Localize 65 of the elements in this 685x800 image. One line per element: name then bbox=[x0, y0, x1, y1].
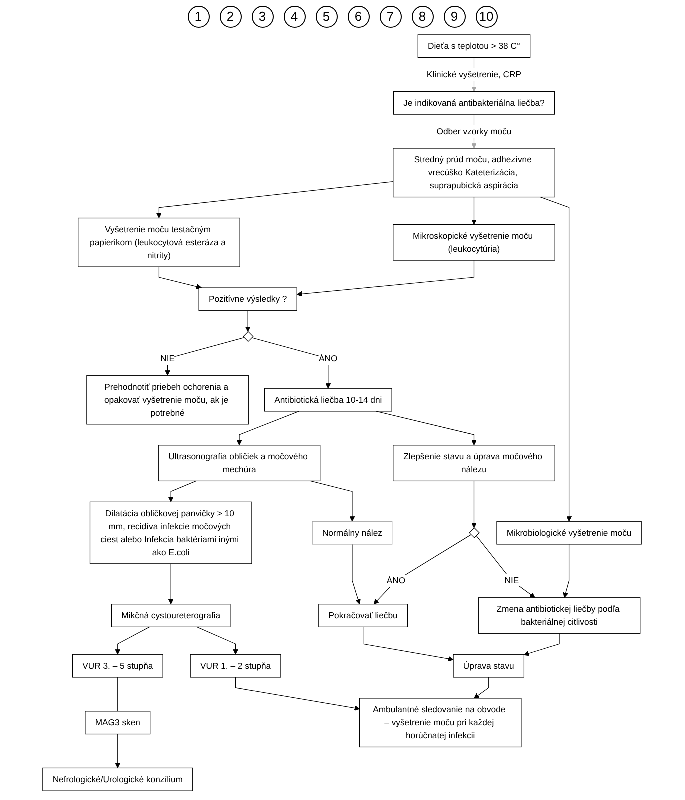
arrow bbox=[252, 338, 332, 389]
edge-label: Klinické vyšetrenie, CRP bbox=[427, 70, 522, 80]
node-box: Pozitívne výsledky ? bbox=[198, 288, 298, 312]
arrow bbox=[472, 196, 478, 225]
node-box: Normálny nález bbox=[312, 521, 393, 545]
arrow bbox=[115, 734, 121, 768]
node-diamond bbox=[469, 528, 480, 538]
callout-number: 2 bbox=[220, 6, 242, 28]
node-box: Dieťa s teplotou > 38 C° bbox=[418, 34, 531, 58]
arrow bbox=[165, 338, 245, 376]
edge-label: NIE bbox=[160, 353, 176, 364]
callout-number: 1 bbox=[188, 6, 210, 28]
node-box: Prehodnotiť priebeh ochorenia a opakovať vyšetrenie moču, ak je potrebné bbox=[86, 375, 250, 425]
node-box: Mikrobiologické vyšetrenie moču bbox=[496, 521, 642, 545]
arrow bbox=[156, 182, 394, 218]
callout-number: 9 bbox=[444, 6, 466, 28]
node-box: Dilatácia obličkovej panvičky > 10 mm, recidíva infekcie močových ciest alebo Infekcia baktériami inými ako E.coli bbox=[90, 502, 252, 564]
arrow bbox=[115, 626, 150, 655]
callout-number: 6 bbox=[348, 6, 370, 28]
arrow bbox=[563, 544, 570, 598]
callout-number: 5 bbox=[316, 6, 338, 28]
arrow bbox=[524, 633, 560, 656]
arrow bbox=[363, 626, 454, 662]
node-box: Úprava stavu bbox=[453, 654, 525, 678]
edge-label: ÁNO bbox=[387, 576, 406, 586]
callout-number: 8 bbox=[412, 6, 434, 28]
node-box: Pokračovať liečbu bbox=[318, 604, 408, 628]
node-box: Mikčná cystoureterografia bbox=[112, 604, 231, 628]
callout-number: 7 bbox=[380, 6, 402, 28]
arrow bbox=[374, 534, 472, 605]
node-box: Zmena antibiotickej liečby podľa bakteriálnej citlivosti bbox=[478, 598, 641, 634]
callout-number: 3 bbox=[252, 6, 274, 28]
arrow bbox=[246, 310, 252, 332]
arrow bbox=[540, 196, 572, 522]
node-box: MAG3 sken bbox=[85, 711, 151, 735]
arrow bbox=[297, 260, 475, 297]
arrow bbox=[476, 536, 536, 598]
arrow bbox=[472, 480, 478, 528]
callout-number: 10 bbox=[476, 6, 498, 28]
node-box: Mikroskopické vyšetrenie moču (leukocytúria) bbox=[393, 224, 556, 261]
node-box: Vyšetrenie moču testačným papierikom (leukocytová esteráza a nitrity) bbox=[78, 218, 241, 268]
node-box: Zlepšenie stavu a úprava močového nálezu bbox=[393, 445, 556, 482]
arrow bbox=[376, 411, 478, 446]
node-box: Ultrasonografia obličiek a močového mechúra bbox=[158, 445, 321, 482]
arrow bbox=[474, 677, 490, 699]
node-box: Ambulantné sledovanie na obvode – vyšetrenie moču pri každej horúčnatej infekcii bbox=[360, 698, 522, 748]
edge-label: NIE bbox=[505, 576, 520, 586]
node-box: Nefrologické/Urologické konzílium bbox=[42, 768, 194, 792]
arrow bbox=[168, 480, 197, 502]
arrow bbox=[236, 677, 360, 711]
node-box: VUR 1. – 2 stupňa bbox=[190, 654, 282, 678]
arrow bbox=[159, 266, 202, 290]
edge-label: Odber vzorky moču bbox=[437, 126, 512, 136]
arrow bbox=[352, 544, 362, 605]
edge-label: ÁNO bbox=[319, 353, 338, 364]
arrow bbox=[237, 411, 300, 446]
arrow bbox=[197, 626, 239, 655]
arrow bbox=[168, 564, 174, 605]
node-box: VUR 3. – 5 stupňa bbox=[72, 654, 164, 678]
arrow bbox=[310, 480, 356, 522]
node-box: Je indikovaná antibakteriálna liečba? bbox=[394, 91, 556, 115]
node-box: Stredný prúd moču, adhezívne vrecúško Kateterizácia, suprapubická aspirácia bbox=[393, 148, 556, 198]
node-box: Antibiotická liečba 10-14 dni bbox=[264, 388, 393, 412]
node-diamond bbox=[243, 331, 254, 342]
callout-number: 4 bbox=[284, 6, 306, 28]
